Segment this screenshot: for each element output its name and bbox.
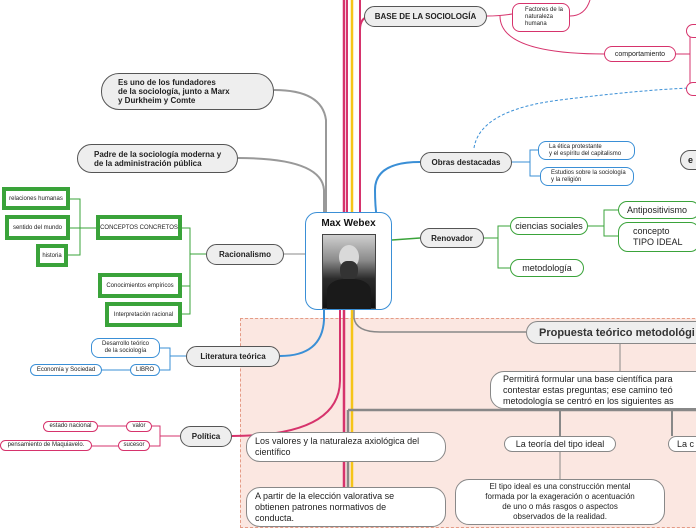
politica-node[interactable]: Política bbox=[180, 426, 232, 447]
top-right-node-2[interactable] bbox=[686, 82, 696, 96]
top-right-node-1[interactable] bbox=[686, 24, 696, 38]
metodologia-node[interactable]: metodología bbox=[510, 259, 584, 277]
la-c-node[interactable]: La c bbox=[668, 436, 696, 452]
portrait-image bbox=[321, 234, 376, 309]
racionalismo-node[interactable]: Racionalismo bbox=[206, 244, 284, 265]
central-node[interactable]: Max Webex bbox=[305, 212, 392, 310]
etica-node[interactable]: La ética protestante y el espíritu del c… bbox=[538, 141, 635, 160]
ciencias-sociales-node[interactable]: ciencias sociales bbox=[510, 217, 588, 235]
interpretacion-node[interactable]: Interpretación racional bbox=[105, 302, 182, 327]
eleccion-node[interactable]: A partir de la elección valorativa se ob… bbox=[246, 487, 446, 527]
libro-node[interactable]: LIBRO bbox=[130, 364, 160, 376]
relaciones-humanas-node[interactable]: relaciones humanas bbox=[2, 187, 70, 210]
economia-node[interactable]: Economía y Sociedad bbox=[30, 364, 102, 376]
tipo-ideal-title-node[interactable]: La teoría del tipo ideal bbox=[504, 436, 616, 452]
estudios-node[interactable]: Estudios sobre la sociología y la religi… bbox=[540, 167, 634, 186]
tipo-ideal-def-node[interactable]: El tipo ideal es una construcción mental… bbox=[455, 479, 665, 525]
concepto-tipo-ideal-node[interactable]: concepto TIPO IDEAL bbox=[618, 222, 696, 252]
literatura-node[interactable]: Literatura teórica bbox=[186, 346, 280, 367]
fundadores-node[interactable]: Es uno de los fundadores de la sociologí… bbox=[101, 73, 274, 110]
edge-fragment-node[interactable]: e bbox=[680, 150, 696, 170]
maquiavelo-node[interactable]: pensamiento de Maquiavelo. bbox=[0, 440, 92, 451]
valor-node[interactable]: valor bbox=[126, 421, 152, 432]
sucesor-node[interactable]: sucesor bbox=[118, 440, 150, 451]
desarrollo-node[interactable]: Desarrollo teórico de la sociología bbox=[91, 338, 160, 358]
antipositivismo-node[interactable]: Antipositivismo bbox=[618, 201, 696, 219]
central-title: Max Webex bbox=[321, 218, 376, 229]
conocimientos-node[interactable]: Conocimientos empíricos bbox=[98, 273, 182, 298]
historia-node[interactable]: historia bbox=[36, 244, 68, 267]
propuesta-intro[interactable]: Permitirá formular una base científica p… bbox=[490, 371, 696, 409]
conceptos-concretos-node[interactable]: CONCEPTOS CONCRETOS bbox=[96, 215, 182, 240]
renovador-node[interactable]: Renovador bbox=[420, 228, 484, 248]
sentido-mundo-node[interactable]: sentido del mundo bbox=[5, 215, 70, 240]
comportamiento-node[interactable]: comportamiento bbox=[604, 46, 676, 62]
propuesta-title[interactable]: Propuesta teórico metodológi bbox=[526, 321, 696, 344]
factores-node[interactable]: Factores de la naturaleza humana bbox=[512, 3, 570, 32]
base-sociologia-node[interactable]: BASE DE LA SOCIOLOGÍA bbox=[364, 6, 487, 27]
estado-nacional-node[interactable]: estado nacional bbox=[43, 421, 98, 432]
obras-node[interactable]: Obras destacadas bbox=[420, 152, 512, 173]
valores-node[interactable]: Los valores y la naturaleza axiológica d… bbox=[246, 432, 446, 462]
padre-node[interactable]: Padre de la sociología moderna y de la a… bbox=[77, 144, 238, 173]
